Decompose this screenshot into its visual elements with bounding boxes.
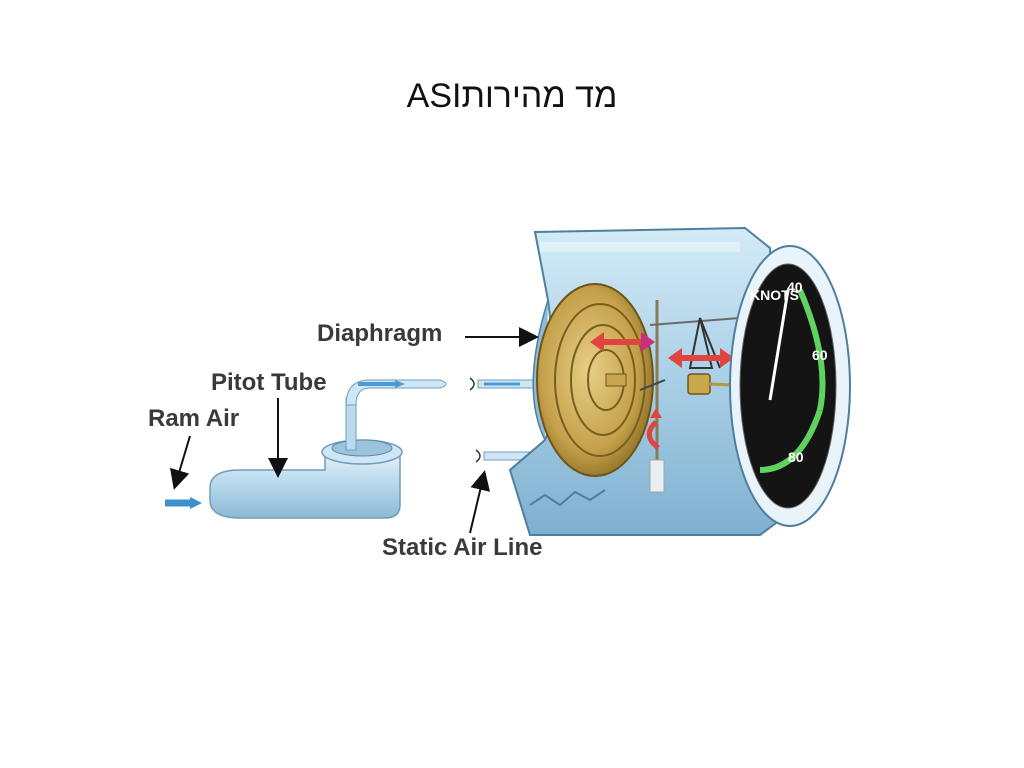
dial-tick-60: 60 xyxy=(812,347,828,363)
label-ram-air: Ram Air xyxy=(148,405,239,490)
dial-tick-40: 40 xyxy=(787,279,803,295)
label-diaphragm: Diaphragm xyxy=(317,320,539,347)
motion-arrows xyxy=(590,332,734,450)
diaphragm xyxy=(536,283,654,477)
dial-face-text: KNOTS xyxy=(750,287,799,303)
pitot-tube-assembly xyxy=(165,379,447,519)
ram-air-label: Ram Air xyxy=(148,405,239,432)
label-pitot-tube: Pitot Tube xyxy=(211,369,327,478)
static-air-line-label: Static Air Line xyxy=(382,534,542,561)
diaphragm-label: Diaphragm xyxy=(317,320,442,347)
page-title: ASIמד מהירות xyxy=(406,77,618,115)
airspeed-dial: KNOTS 40 60 80 xyxy=(729,245,851,527)
pitot-tube-label: Pitot Tube xyxy=(211,369,327,396)
pressure-lines xyxy=(469,377,541,463)
dial-tick-80: 80 xyxy=(788,449,804,465)
label-static-air-line: Static Air Line xyxy=(382,470,542,561)
